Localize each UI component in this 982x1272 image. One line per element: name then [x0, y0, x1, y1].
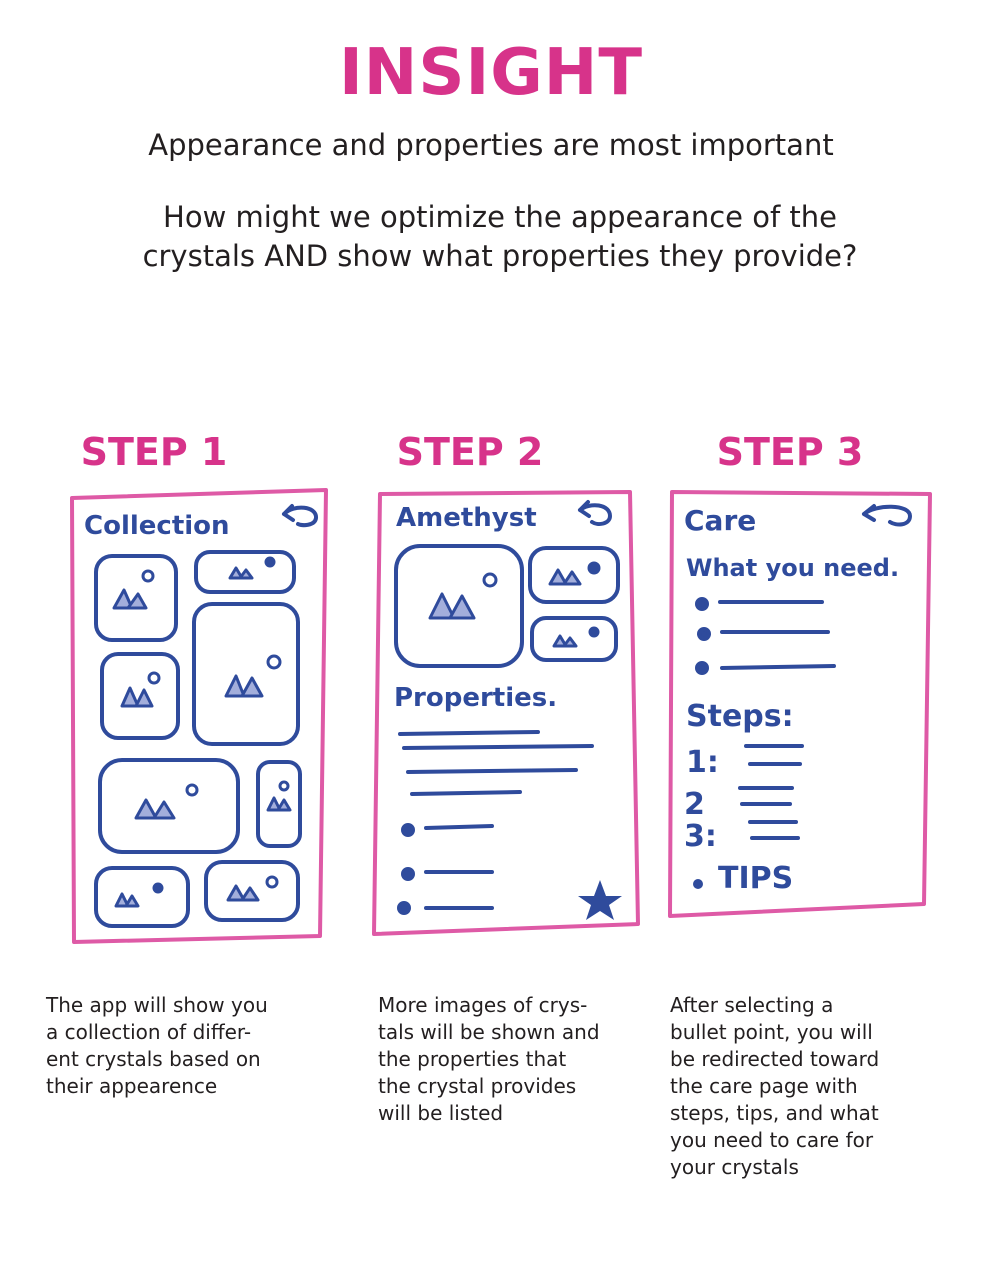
crystal-tile — [204, 860, 300, 922]
back-arrow-icon — [578, 500, 613, 526]
caption-line: tals will be shown and — [378, 1020, 600, 1044]
caption-line: their appearence — [46, 1074, 218, 1098]
caption-line: steps, tips, and what — [670, 1101, 879, 1125]
properties-text-lines — [398, 730, 594, 796]
step-2-title: STEP 2 — [396, 430, 544, 474]
crystal-tile — [100, 652, 180, 740]
caption-line: After selecting a — [670, 993, 834, 1017]
step-number-2: 2 — [684, 787, 705, 822]
crystal-tile — [192, 602, 300, 746]
step-2-wireframe: Amethyst Properties. — [372, 490, 640, 936]
crystal-thumbnail — [530, 616, 618, 662]
caption-line: be redirected toward — [670, 1047, 880, 1071]
crystal-tile — [98, 758, 240, 854]
image-placeholder-icon — [120, 671, 161, 708]
image-placeholder-icon — [228, 556, 276, 580]
caption-line: the care page with — [670, 1074, 858, 1098]
caption-line: a collection of differ- — [46, 1020, 252, 1044]
step-1-wireframe: Collection — [70, 488, 328, 944]
crystal-thumbnail — [528, 546, 620, 604]
what-you-need-heading: What you need. — [686, 554, 899, 582]
screen-title: Care — [684, 504, 756, 537]
bullet-dot-icon — [401, 823, 415, 837]
step-1-caption: The app will show you a collection of di… — [46, 992, 306, 1100]
image-placeholder-icon — [114, 882, 164, 908]
hmw-question: How might we optimize the appearance of … — [90, 198, 910, 276]
crystal-tile — [256, 760, 302, 848]
image-placeholder-icon — [224, 654, 282, 698]
crystal-tile — [194, 550, 296, 594]
hmw-question-line-2: crystals AND show what properties they p… — [142, 239, 858, 273]
image-placeholder-icon — [226, 875, 279, 902]
hmw-question-line-1: How might we optimize the appearance of … — [163, 200, 837, 234]
image-placeholder-icon — [552, 626, 600, 648]
caption-line: your crystals — [670, 1155, 799, 1179]
back-arrow-icon — [862, 504, 913, 527]
step-1-title: STEP 1 — [80, 430, 228, 474]
bullet-dot-icon — [695, 597, 709, 611]
properties-bullet-list — [397, 823, 494, 915]
image-placeholder-icon — [266, 780, 292, 812]
bullet-dot-icon — [693, 879, 703, 889]
step-3-title: STEP 3 — [716, 430, 864, 474]
steps-heading: Steps: — [686, 699, 794, 734]
caption-line: the crystal provides — [378, 1074, 577, 1098]
step-number-1: 1: — [686, 745, 719, 780]
star-icon[interactable] — [578, 880, 622, 920]
main-crystal-image — [394, 544, 524, 668]
caption-line: The app will show you — [46, 993, 268, 1017]
caption-line: More images of crys- — [378, 993, 588, 1017]
bullet-dot-icon — [401, 867, 415, 881]
caption-line: you need to care for — [670, 1128, 874, 1152]
tips-label[interactable]: TIPS — [718, 861, 793, 896]
image-placeholder-icon — [134, 783, 199, 820]
crystal-tile — [94, 866, 190, 928]
crystal-tile — [94, 554, 178, 642]
phone-frame — [372, 490, 640, 936]
back-arrow-icon — [282, 504, 318, 528]
step-number-3: 3: — [684, 819, 717, 854]
properties-heading: Properties. — [394, 683, 557, 713]
bullet-dot-icon — [695, 661, 709, 675]
image-placeholder-icon — [112, 569, 155, 610]
caption-line: ent crystals based on — [46, 1047, 261, 1071]
needs-bullet-list — [695, 597, 836, 675]
image-placeholder-icon — [548, 561, 601, 586]
step-3-caption: After selecting a bullet point, you will… — [670, 992, 950, 1181]
screen-title: Amethyst — [396, 503, 537, 533]
bullet-dot-icon — [697, 627, 711, 641]
insight-subtitle: Appearance and properties are most impor… — [148, 128, 834, 162]
insight-title: INSIGHT — [338, 36, 644, 110]
bullet-dot-icon — [397, 901, 411, 915]
caption-line: the properties that — [378, 1047, 567, 1071]
step-2-caption: More images of crys- tals will be shown … — [378, 992, 638, 1127]
image-placeholder-icon — [428, 572, 498, 620]
caption-line: will be listed — [378, 1101, 504, 1125]
care-steps-list — [738, 744, 804, 840]
step-3-wireframe: Care What you need. Steps: 1: 2 3: TIPS — [668, 490, 932, 918]
phone-frame — [70, 488, 328, 944]
screen-title: Collection — [84, 511, 230, 541]
caption-line: bullet point, you will — [670, 1020, 873, 1044]
phone-frame — [668, 490, 932, 918]
